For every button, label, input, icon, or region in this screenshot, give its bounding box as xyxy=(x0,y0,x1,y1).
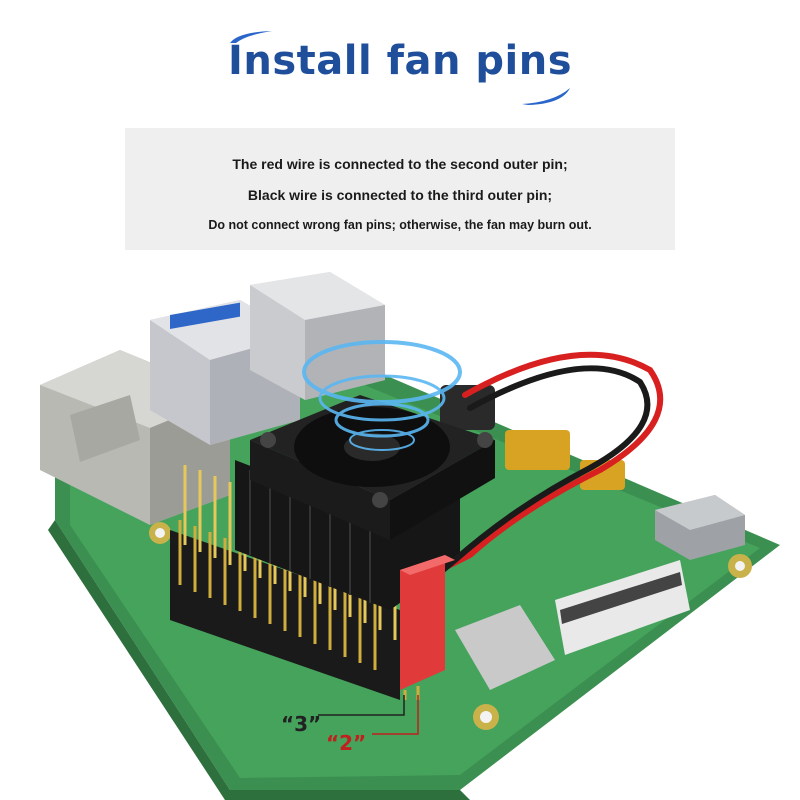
header: Install fan pins xyxy=(0,0,800,120)
fan-pin-connector xyxy=(400,555,455,700)
usb-port-right xyxy=(250,272,385,400)
fan-icon xyxy=(250,395,495,540)
pin-leader-lines xyxy=(318,695,419,735)
raspberry-pi-fan-photo xyxy=(40,272,780,800)
airflow-swirl-icon xyxy=(302,340,462,451)
warning-text: Do not connect wrong fan pins; otherwise… xyxy=(208,218,592,232)
instruction-panel: The red wire is connected to the second … xyxy=(125,128,675,250)
ribbon-connector xyxy=(455,560,690,690)
pin-2-label: “2” xyxy=(326,731,367,755)
fan-wires xyxy=(422,351,663,588)
page-title: Install fan pins xyxy=(227,38,573,84)
pin-3-label: “3” xyxy=(281,712,322,736)
ethernet-port xyxy=(40,350,230,525)
usb-c-port xyxy=(655,495,745,560)
corner-swoosh-icon xyxy=(522,88,570,105)
corner-swoosh-icon xyxy=(230,31,272,43)
instruction-black-wire: Black wire is connected to the third out… xyxy=(247,187,553,203)
instruction-red-wire: The red wire is connected to the second … xyxy=(232,156,568,172)
